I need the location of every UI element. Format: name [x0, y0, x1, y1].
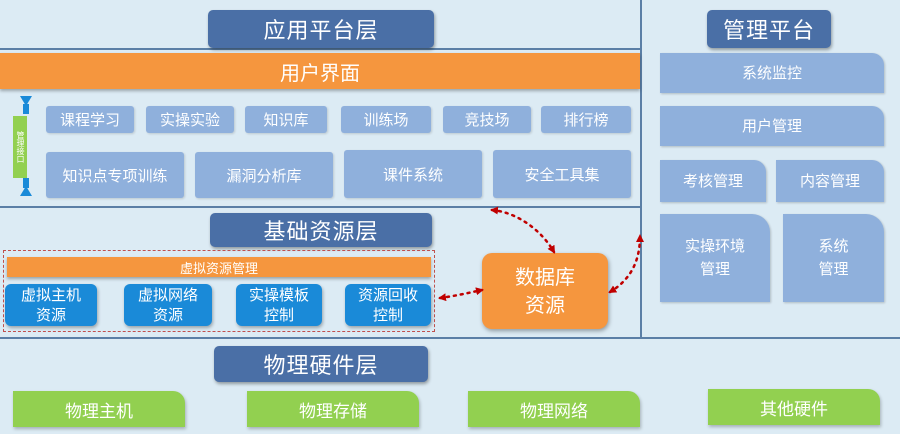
virtual-host-resource: 虚拟主机 资源: [5, 284, 97, 326]
virtual-network-line2: 资源: [152, 306, 183, 324]
tile-arena: 竞技场: [443, 106, 531, 133]
frame-line-mgmt-divider: [640, 0, 642, 338]
base-layer-title: 基础资源层: [210, 213, 432, 247]
arrow-up-icon: [20, 186, 32, 196]
resource-recycle-line2: 控制: [372, 306, 403, 324]
database-line2: 资源: [525, 293, 565, 317]
tile-lab-practice: 实操实验: [146, 106, 234, 133]
virtual-resource-frame: [3, 250, 435, 332]
lab-env-line2: 管理: [699, 260, 730, 278]
virtual-host-line2: 资源: [35, 306, 66, 324]
virtual-network-line1: 虚拟网络: [137, 286, 198, 304]
resource-recycle-line1: 资源回收: [357, 286, 418, 304]
tile-knowledge-base: 知识库: [245, 106, 327, 133]
frame-line-top-app: [0, 48, 640, 50]
virtual-network-resource: 虚拟网络 资源: [124, 284, 212, 326]
mgmt-lab-environment: 实操环境 管理: [660, 214, 770, 302]
frame-line-base-hardware: [0, 337, 900, 339]
user-interface-bar: 用户界面: [0, 53, 640, 89]
lab-template-line1: 实操模板: [248, 286, 309, 304]
arrow-app-to-database: [490, 206, 556, 254]
mgmt-system-monitor: 系统监控: [660, 53, 884, 93]
arrow-database-to-mgmt: [608, 234, 644, 294]
lab-template-control: 实操模板 控制: [236, 284, 322, 326]
application-layer-title: 应用平台层: [208, 10, 434, 48]
database-resource: 数据库 资源: [482, 253, 608, 329]
arrow-stem-top: [23, 104, 29, 114]
hardware-other: 其他硬件: [708, 389, 880, 425]
tile-vulnerability-library: 漏洞分析库: [195, 152, 333, 198]
virtual-host-line1: 虚拟主机: [20, 286, 81, 304]
tile-security-toolkit: 安全工具集: [493, 150, 631, 198]
hardware-physical-network: 物理网络: [468, 391, 640, 427]
tile-knowledge-training: 知识点专项训练: [46, 152, 184, 198]
arrow-virtual-to-database: [438, 287, 484, 302]
management-interface-bar: 管理接口: [13, 116, 27, 178]
tile-courseware-system: 课件系统: [344, 150, 482, 198]
hardware-layer-title: 物理硬件层: [214, 346, 428, 382]
mgmt-user-management: 用户管理: [660, 106, 884, 146]
lab-env-line1: 实操环境: [684, 237, 745, 255]
tile-leaderboard: 排行榜: [541, 106, 631, 133]
arrow-down-icon: [20, 96, 32, 106]
mgmt-content-management: 内容管理: [776, 160, 884, 202]
resource-recycle-control: 资源回收 控制: [345, 284, 431, 326]
hardware-physical-storage: 物理存储: [247, 391, 419, 427]
system-mgmt-line1: 系统: [818, 237, 849, 255]
hardware-physical-host: 物理主机: [13, 391, 185, 427]
management-platform-title: 管理平台: [707, 10, 831, 48]
mgmt-system-management: 系统 管理: [783, 214, 884, 302]
arrow-stem-bottom: [23, 178, 29, 188]
virtual-resource-management-bar: 虚拟资源管理: [7, 257, 431, 277]
tile-training-ground: 训练场: [341, 106, 431, 133]
system-mgmt-line2: 管理: [818, 260, 849, 278]
lab-template-line2: 控制: [263, 306, 294, 324]
mgmt-assessment-management: 考核管理: [660, 160, 766, 202]
tile-course-learning: 课程学习: [46, 106, 134, 133]
frame-line-app-base: [0, 206, 640, 208]
database-line1: 数据库: [515, 265, 575, 289]
